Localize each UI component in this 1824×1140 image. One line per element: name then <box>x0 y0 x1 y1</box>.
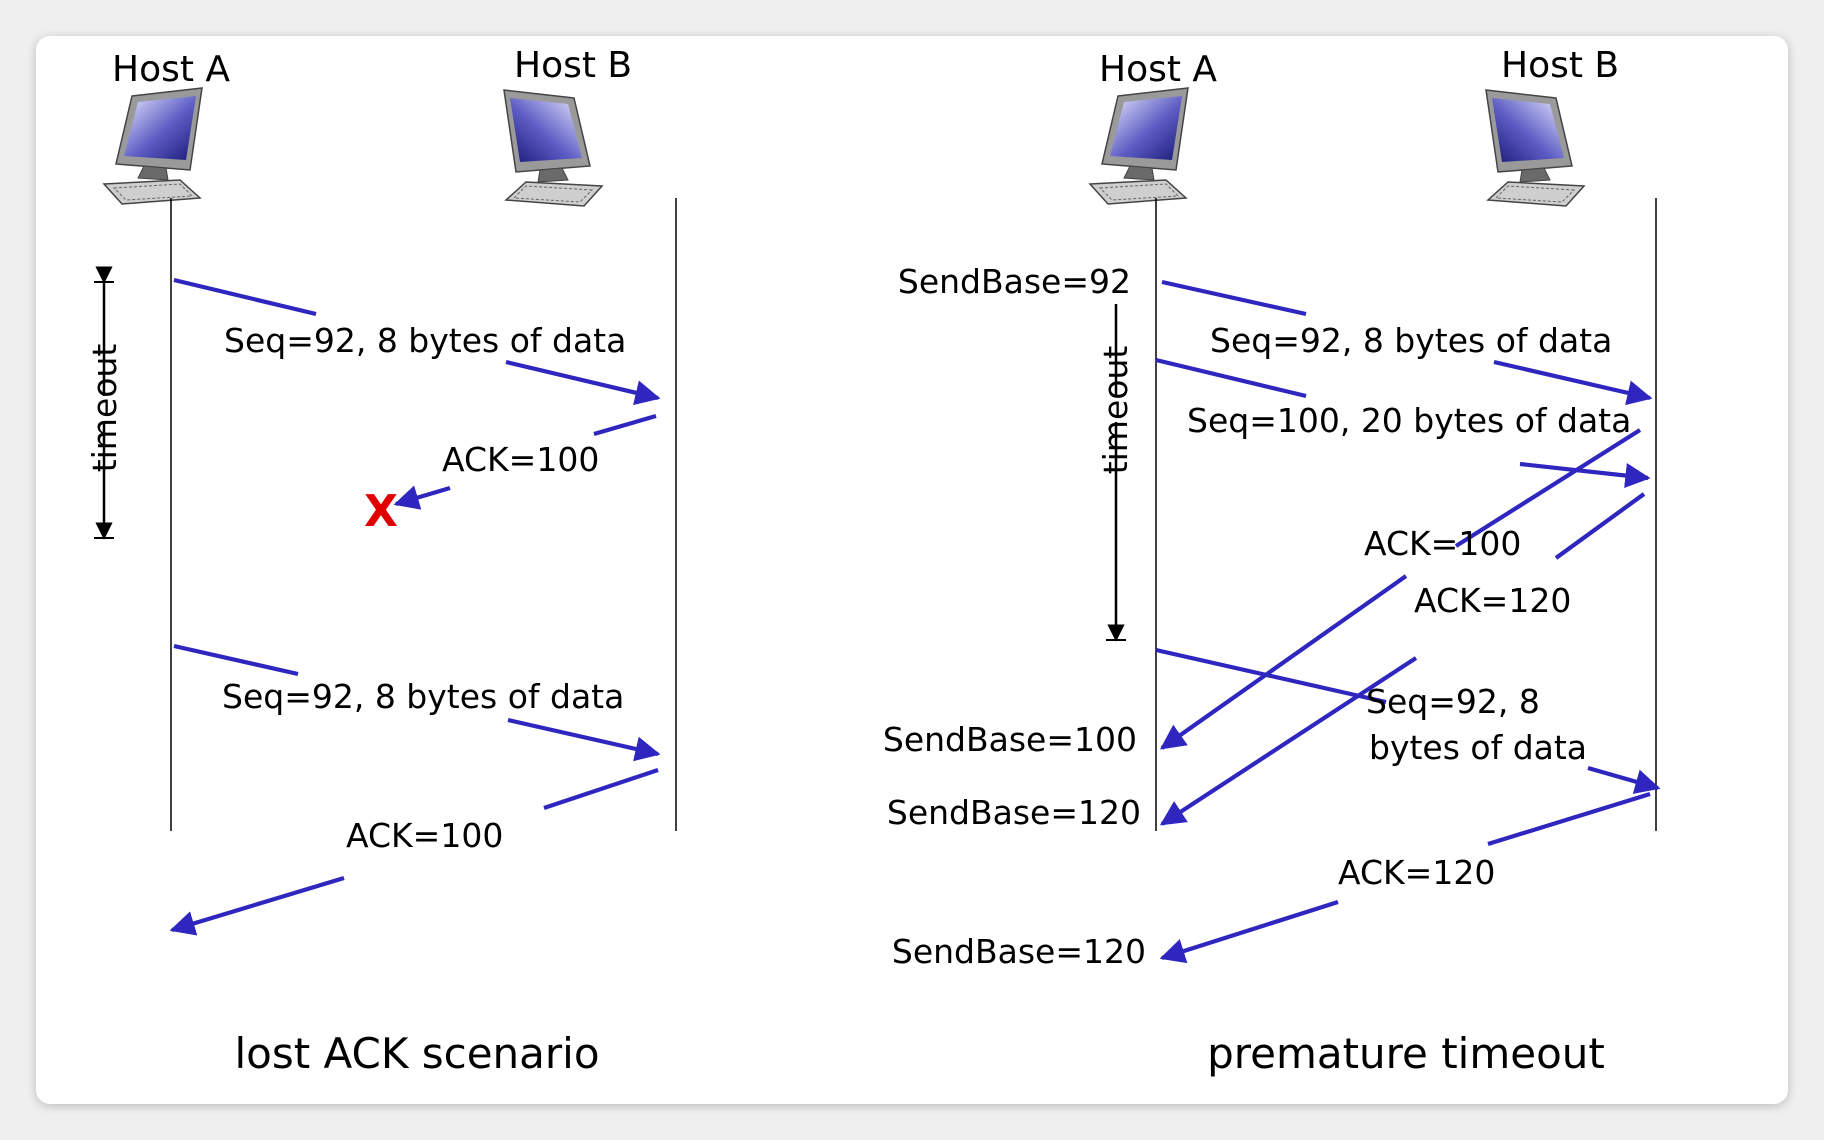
timeout-label: timeout <box>1096 346 1135 475</box>
lost-ack-scenario: Host A Host B timeout Seq=92, 8 bytes of… <box>85 45 677 1078</box>
caption-lost-ack: lost ACK scenario <box>234 1029 599 1078</box>
seq-92-retransmit-arrow <box>173 643 299 677</box>
sendbase-120-final-label: SendBase=120 <box>892 932 1146 971</box>
ack-120-label: ACK=120 <box>1414 581 1571 620</box>
caption-premature-timeout: premature timeout <box>1207 1029 1605 1078</box>
sendbase-100-label: SendBase=100 <box>883 720 1137 759</box>
seq-100-label: Seq=100, 20 bytes of data <box>1187 401 1631 440</box>
ack-100-arrow <box>1454 428 1642 548</box>
ack-100-arrow <box>543 768 659 810</box>
lost-x-mark: X <box>364 486 398 537</box>
ack-120-final-label: ACK=120 <box>1338 853 1495 892</box>
seq-92-retransmit-label-line1: Seq=92, 8 <box>1366 682 1540 721</box>
diagram-card: Host A Host B timeout Seq=92, 8 bytes of… <box>36 36 1788 1104</box>
seq-92-retransmit-label: Seq=92, 8 bytes of data <box>222 677 624 716</box>
ack-100-lost-arrow <box>593 413 657 437</box>
host-a-label: Host A <box>112 49 230 90</box>
desktop-computer-icon <box>103 87 203 205</box>
host-b-label: Host B <box>514 45 632 86</box>
ack-120-arrow <box>1554 492 1646 560</box>
timeout-interval: timeout <box>85 266 124 540</box>
sendbase-120-label: SendBase=120 <box>887 793 1141 832</box>
desktop-computer-icon <box>1485 89 1585 207</box>
premature-timeout-scenario: Host A Host B timeout SendBase=92 Seq=92… <box>883 45 1661 1078</box>
sendbase-92-label: SendBase=92 <box>898 262 1131 301</box>
host-b-label: Host B <box>1501 45 1619 86</box>
seq-92-segment-arrow <box>173 277 317 317</box>
host-a-label: Host A <box>1099 49 1217 90</box>
seq-100-segment-arrow <box>1155 357 1307 399</box>
seq-92-retransmit-arrow <box>1155 647 1387 705</box>
timeout-interval: timeout <box>1096 304 1135 642</box>
timeout-label: timeout <box>85 344 124 473</box>
seq-92-segment-arrow <box>1161 279 1307 317</box>
seq-92-label: Seq=92, 8 bytes of data <box>1210 321 1612 360</box>
desktop-computer-icon <box>503 89 603 207</box>
seq-92-label: Seq=92, 8 bytes of data <box>224 321 626 360</box>
ack-100-second-label: ACK=100 <box>346 816 503 855</box>
seq-92-retransmit-label-line2: bytes of data <box>1369 728 1587 767</box>
ack-100-label: ACK=100 <box>1364 524 1521 563</box>
ack-100-label: ACK=100 <box>442 440 599 479</box>
tcp-retransmission-diagram: Host A Host B timeout Seq=92, 8 bytes of… <box>85 45 1661 1078</box>
ack-120-final-arrow <box>1487 791 1651 847</box>
desktop-computer-icon <box>1089 87 1189 205</box>
